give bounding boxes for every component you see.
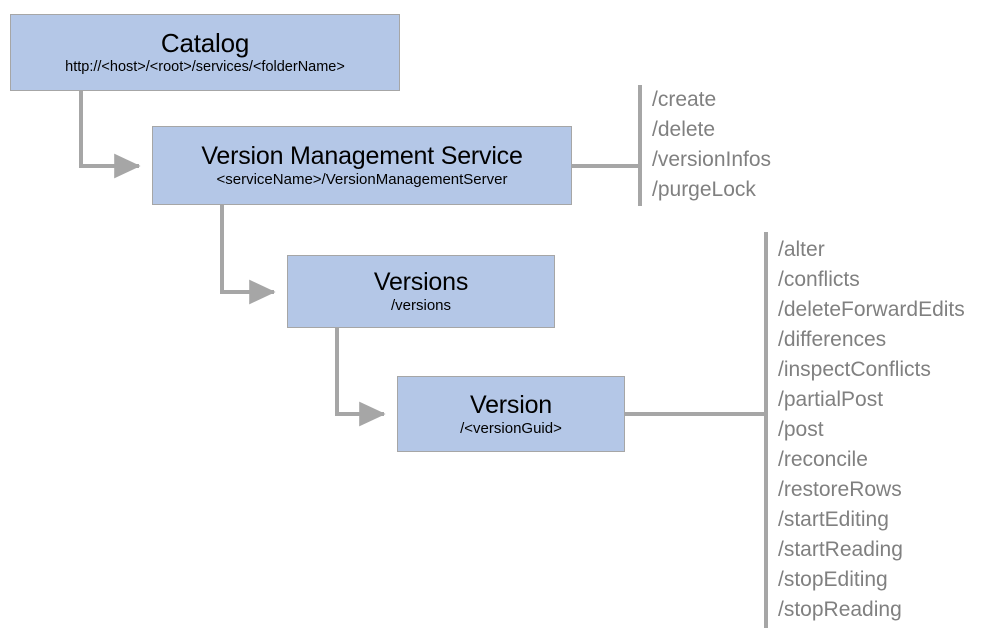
node-versions-title: Versions bbox=[373, 268, 469, 296]
connector-service-to-versions bbox=[220, 205, 276, 305]
operation-item[interactable]: /startReading bbox=[778, 538, 903, 561]
operation-item[interactable]: /restoreRows bbox=[778, 478, 902, 501]
node-version-management-service-title: Version Management Service bbox=[201, 142, 523, 170]
operation-item[interactable]: /post bbox=[778, 418, 824, 441]
connector-versions-to-version bbox=[335, 328, 386, 427]
operation-item[interactable]: /stopEditing bbox=[778, 568, 888, 591]
node-version[interactable]: Version /<versionGuid> bbox=[397, 376, 625, 452]
operation-item[interactable]: /startEditing bbox=[778, 508, 889, 531]
operation-list-service: /create/delete/versionInfos/purgeLock bbox=[652, 85, 771, 205]
node-version-management-service[interactable]: Version Management Service <serviceName>… bbox=[152, 126, 572, 205]
operation-item[interactable]: /alter bbox=[778, 238, 825, 261]
node-versions-subtitle: /versions bbox=[390, 297, 452, 315]
operation-list-version: /alter/conflicts/deleteForwardEdits/diff… bbox=[778, 235, 965, 625]
node-versions[interactable]: Versions /versions bbox=[287, 255, 555, 328]
operation-item[interactable]: /reconcile bbox=[778, 448, 868, 471]
operation-item[interactable]: /partialPost bbox=[778, 388, 884, 411]
node-version-title: Version bbox=[470, 390, 552, 419]
connector-service-to-operations bbox=[572, 85, 642, 206]
node-catalog-subtitle: http://<host>/<root>/services/<folderNam… bbox=[65, 58, 345, 75]
operation-item[interactable]: /inspectConflicts bbox=[778, 358, 931, 381]
node-catalog-title: Catalog bbox=[160, 28, 250, 59]
operation-item[interactable]: /stopReading bbox=[778, 598, 902, 621]
operation-item[interactable]: /deleteForwardEdits bbox=[778, 298, 965, 321]
connector-catalog-to-service bbox=[79, 91, 141, 179]
operation-item[interactable]: /create bbox=[652, 88, 717, 111]
operation-item[interactable]: /conflicts bbox=[778, 268, 860, 291]
operation-item[interactable]: /versionInfos bbox=[652, 148, 772, 171]
operation-item[interactable]: /delete bbox=[652, 118, 716, 141]
operation-item[interactable]: /differences bbox=[778, 328, 887, 351]
operation-item[interactable]: /purgeLock bbox=[652, 178, 756, 201]
node-catalog[interactable]: Catalog http://<host>/<root>/services/<f… bbox=[10, 14, 400, 91]
connector-version-to-operations bbox=[625, 232, 768, 628]
node-version-subtitle: /<versionGuid> bbox=[460, 419, 562, 437]
node-version-management-service-subtitle: <serviceName>/VersionManagementServer bbox=[216, 171, 508, 189]
